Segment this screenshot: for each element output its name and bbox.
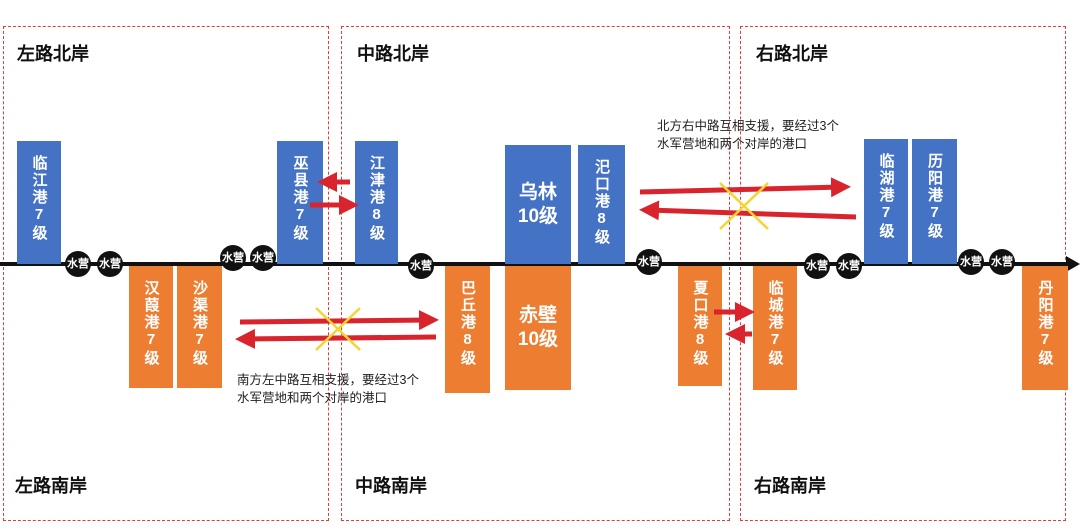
- water-camp: 水营: [989, 249, 1015, 275]
- port-baqiu: 巴丘港8级: [445, 266, 490, 393]
- water-camp: 水营: [958, 249, 984, 275]
- water-camp: 水营: [836, 253, 862, 279]
- river-arrow-icon: [1066, 256, 1080, 272]
- port-hanling: 汉葭港7级: [129, 266, 173, 388]
- water-camp: 水营: [804, 253, 830, 279]
- middle-route-region: [341, 26, 730, 521]
- port-lincheng: 临城港7级: [753, 266, 797, 390]
- port-danyang: 丹阳港7级: [1022, 266, 1068, 390]
- mid-north-label: 中路北岸: [357, 44, 429, 64]
- right-north-label: 右路北岸: [756, 44, 828, 64]
- right-south-label: 右路南岸: [754, 476, 826, 496]
- left-north-label: 左路北岸: [17, 44, 89, 64]
- port-liyang: 历阳港7级: [912, 139, 957, 264]
- left-south-label: 左路南岸: [15, 476, 87, 496]
- left-route-region: [3, 26, 329, 521]
- water-camp: 水营: [97, 251, 123, 277]
- water-camp: 水营: [408, 253, 434, 279]
- water-camp: 水营: [250, 245, 276, 271]
- port-wuxian: 巫县港7级: [277, 141, 323, 264]
- port-linjiang: 临江港7级: [17, 141, 61, 264]
- port-shaqu: 沙渠港7级: [177, 266, 222, 388]
- port-xiakou: 夏口港8级: [678, 266, 722, 386]
- north-support-note: 北方右中路互相支援，要经过3个水军营地和两个对岸的港口: [657, 119, 839, 151]
- water-camp: 水营: [220, 245, 246, 271]
- water-camp: 水营: [636, 249, 662, 275]
- south-support-note: 南方左中路互相支援，要经过3个水军营地和两个对岸的港口: [237, 373, 419, 405]
- mid-south-label: 中路南岸: [355, 476, 427, 496]
- port-linhu: 临湖港7级: [864, 139, 908, 264]
- port-sikou: 汜口港8级: [578, 145, 625, 264]
- port-jiangjin: 江津港8级: [355, 141, 398, 264]
- river-line: [0, 262, 1068, 266]
- water-camp: 水营: [65, 251, 91, 277]
